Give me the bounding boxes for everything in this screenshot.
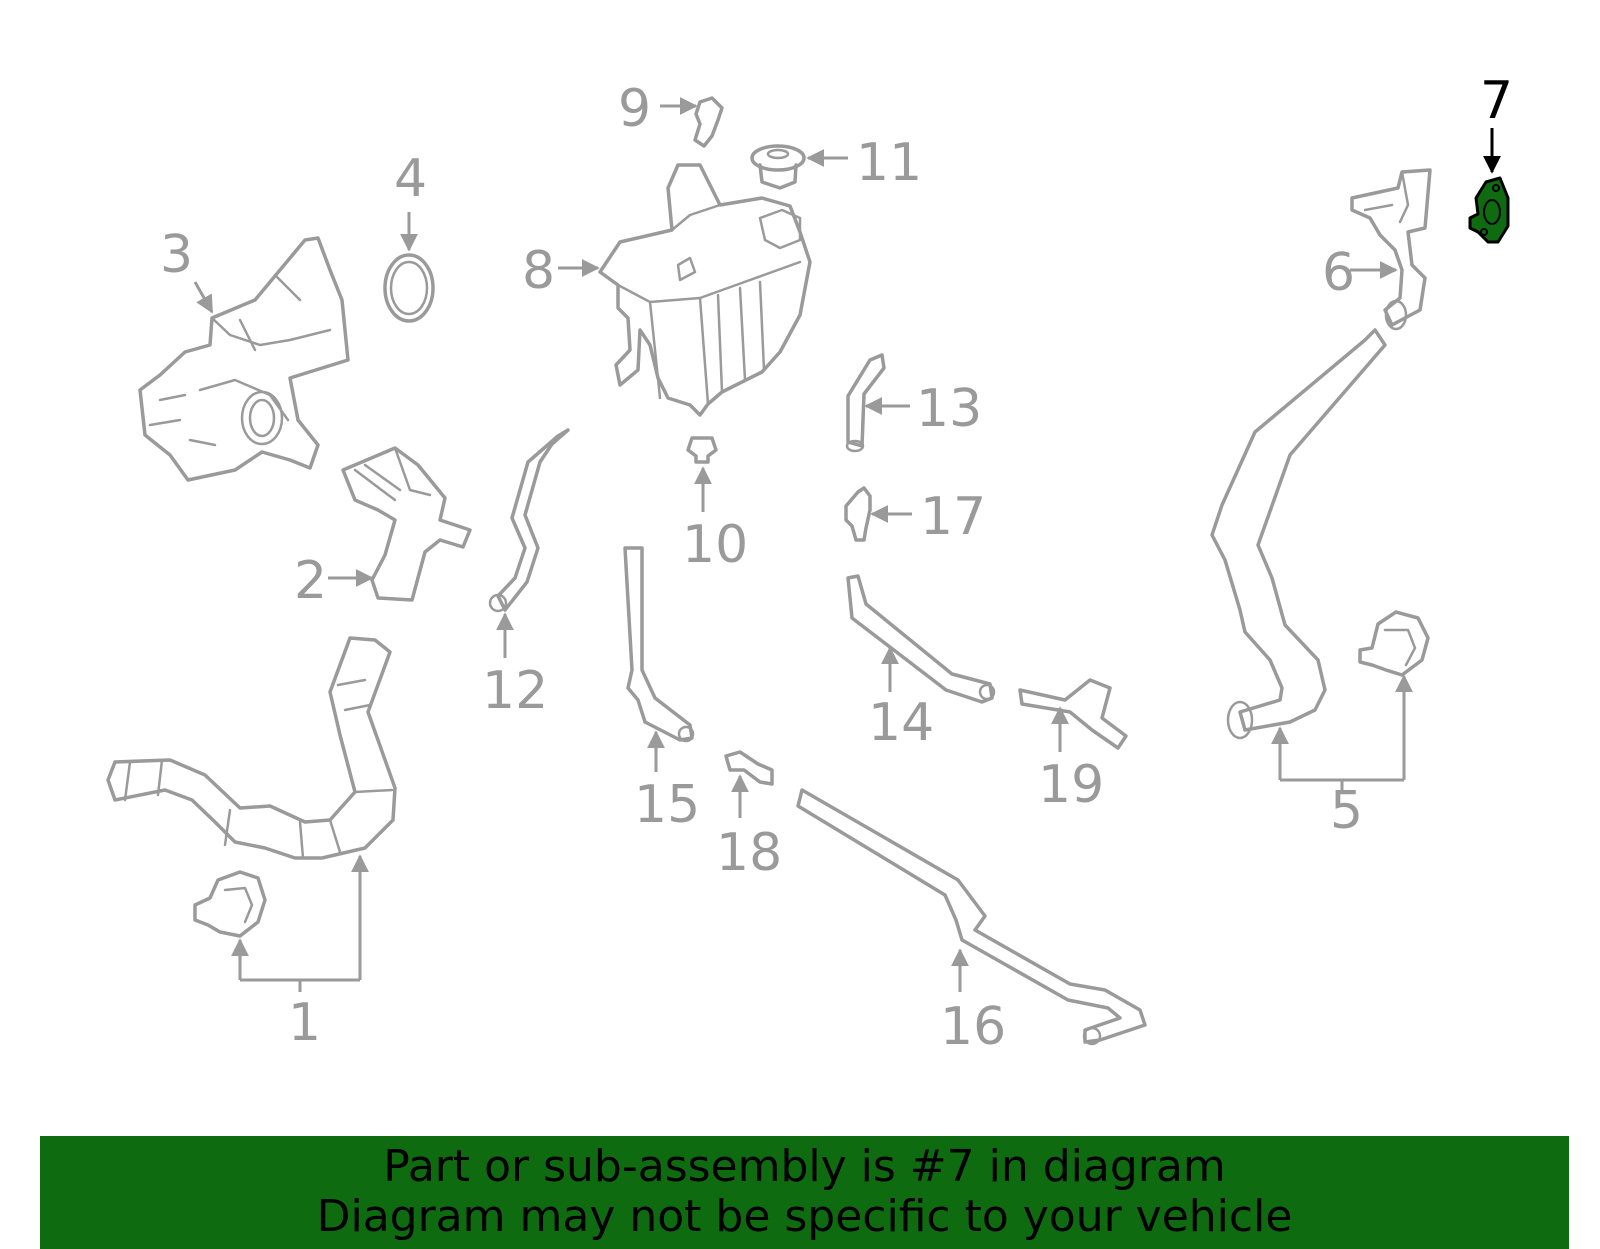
callout-17: 17 [920,487,986,547]
callout-11: 11 [856,133,922,193]
callout-14: 14 [868,693,934,753]
callout-2: 2 [294,551,327,611]
part-19-pipe[interactable] [1018,678,1128,750]
callout-3: 3 [160,225,193,285]
part-15-hose[interactable] [623,546,695,743]
part-13-hose[interactable] [845,353,886,453]
part-4-o-ring[interactable] [383,253,435,323]
part-17-fitting[interactable] [844,486,872,542]
part-1-radiator-hose[interactable] [106,636,397,992]
leader-lines [193,97,1501,992]
part-10-grommet[interactable] [686,436,718,464]
callout-4: 4 [394,149,427,209]
callout-8: 8 [522,241,555,301]
callout-1: 1 [288,993,321,1053]
callout-18: 18 [716,823,782,883]
part-11-reservoir-cap[interactable] [750,144,806,190]
part-12-hose[interactable] [488,428,570,613]
banner-line-part: Part or sub-assembly is #7 in diagram [383,1141,1226,1192]
part-6-hose[interactable] [1350,168,1432,331]
part-3-water-pump-housing[interactable] [138,236,350,482]
callout-19: 19 [1038,755,1104,815]
callout-16: 16 [940,997,1006,1057]
callout-10: 10 [682,515,748,575]
part-7-gasket[interactable] [1468,176,1510,244]
callout-15: 15 [634,775,700,835]
part-5-radiator-hose[interactable] [1210,328,1430,792]
part-18-fitting[interactable] [724,750,774,786]
part-2-coolant-outlet[interactable] [341,446,472,602]
info-banner: Part or sub-assembly is #7 in diagram Di… [40,1136,1569,1249]
callout-labels: 1 2 3 4 5 6 7 8 9 10 11 12 13 14 15 16 1… [160,71,1513,1057]
callout-7-highlighted: 7 [1480,71,1513,131]
callout-5: 5 [1330,781,1363,841]
part-16-pipe[interactable] [796,788,1147,1046]
part-14-hose[interactable] [846,574,996,704]
part-8-reservoir-tank[interactable] [598,163,812,417]
banner-line-disclaimer: Diagram may not be specific to your vehi… [316,1191,1293,1242]
callout-6: 6 [1322,243,1355,303]
callout-13: 13 [916,379,982,439]
part-9-bolt[interactable] [693,96,724,148]
callout-9: 9 [618,79,651,139]
callout-12: 12 [482,661,548,721]
